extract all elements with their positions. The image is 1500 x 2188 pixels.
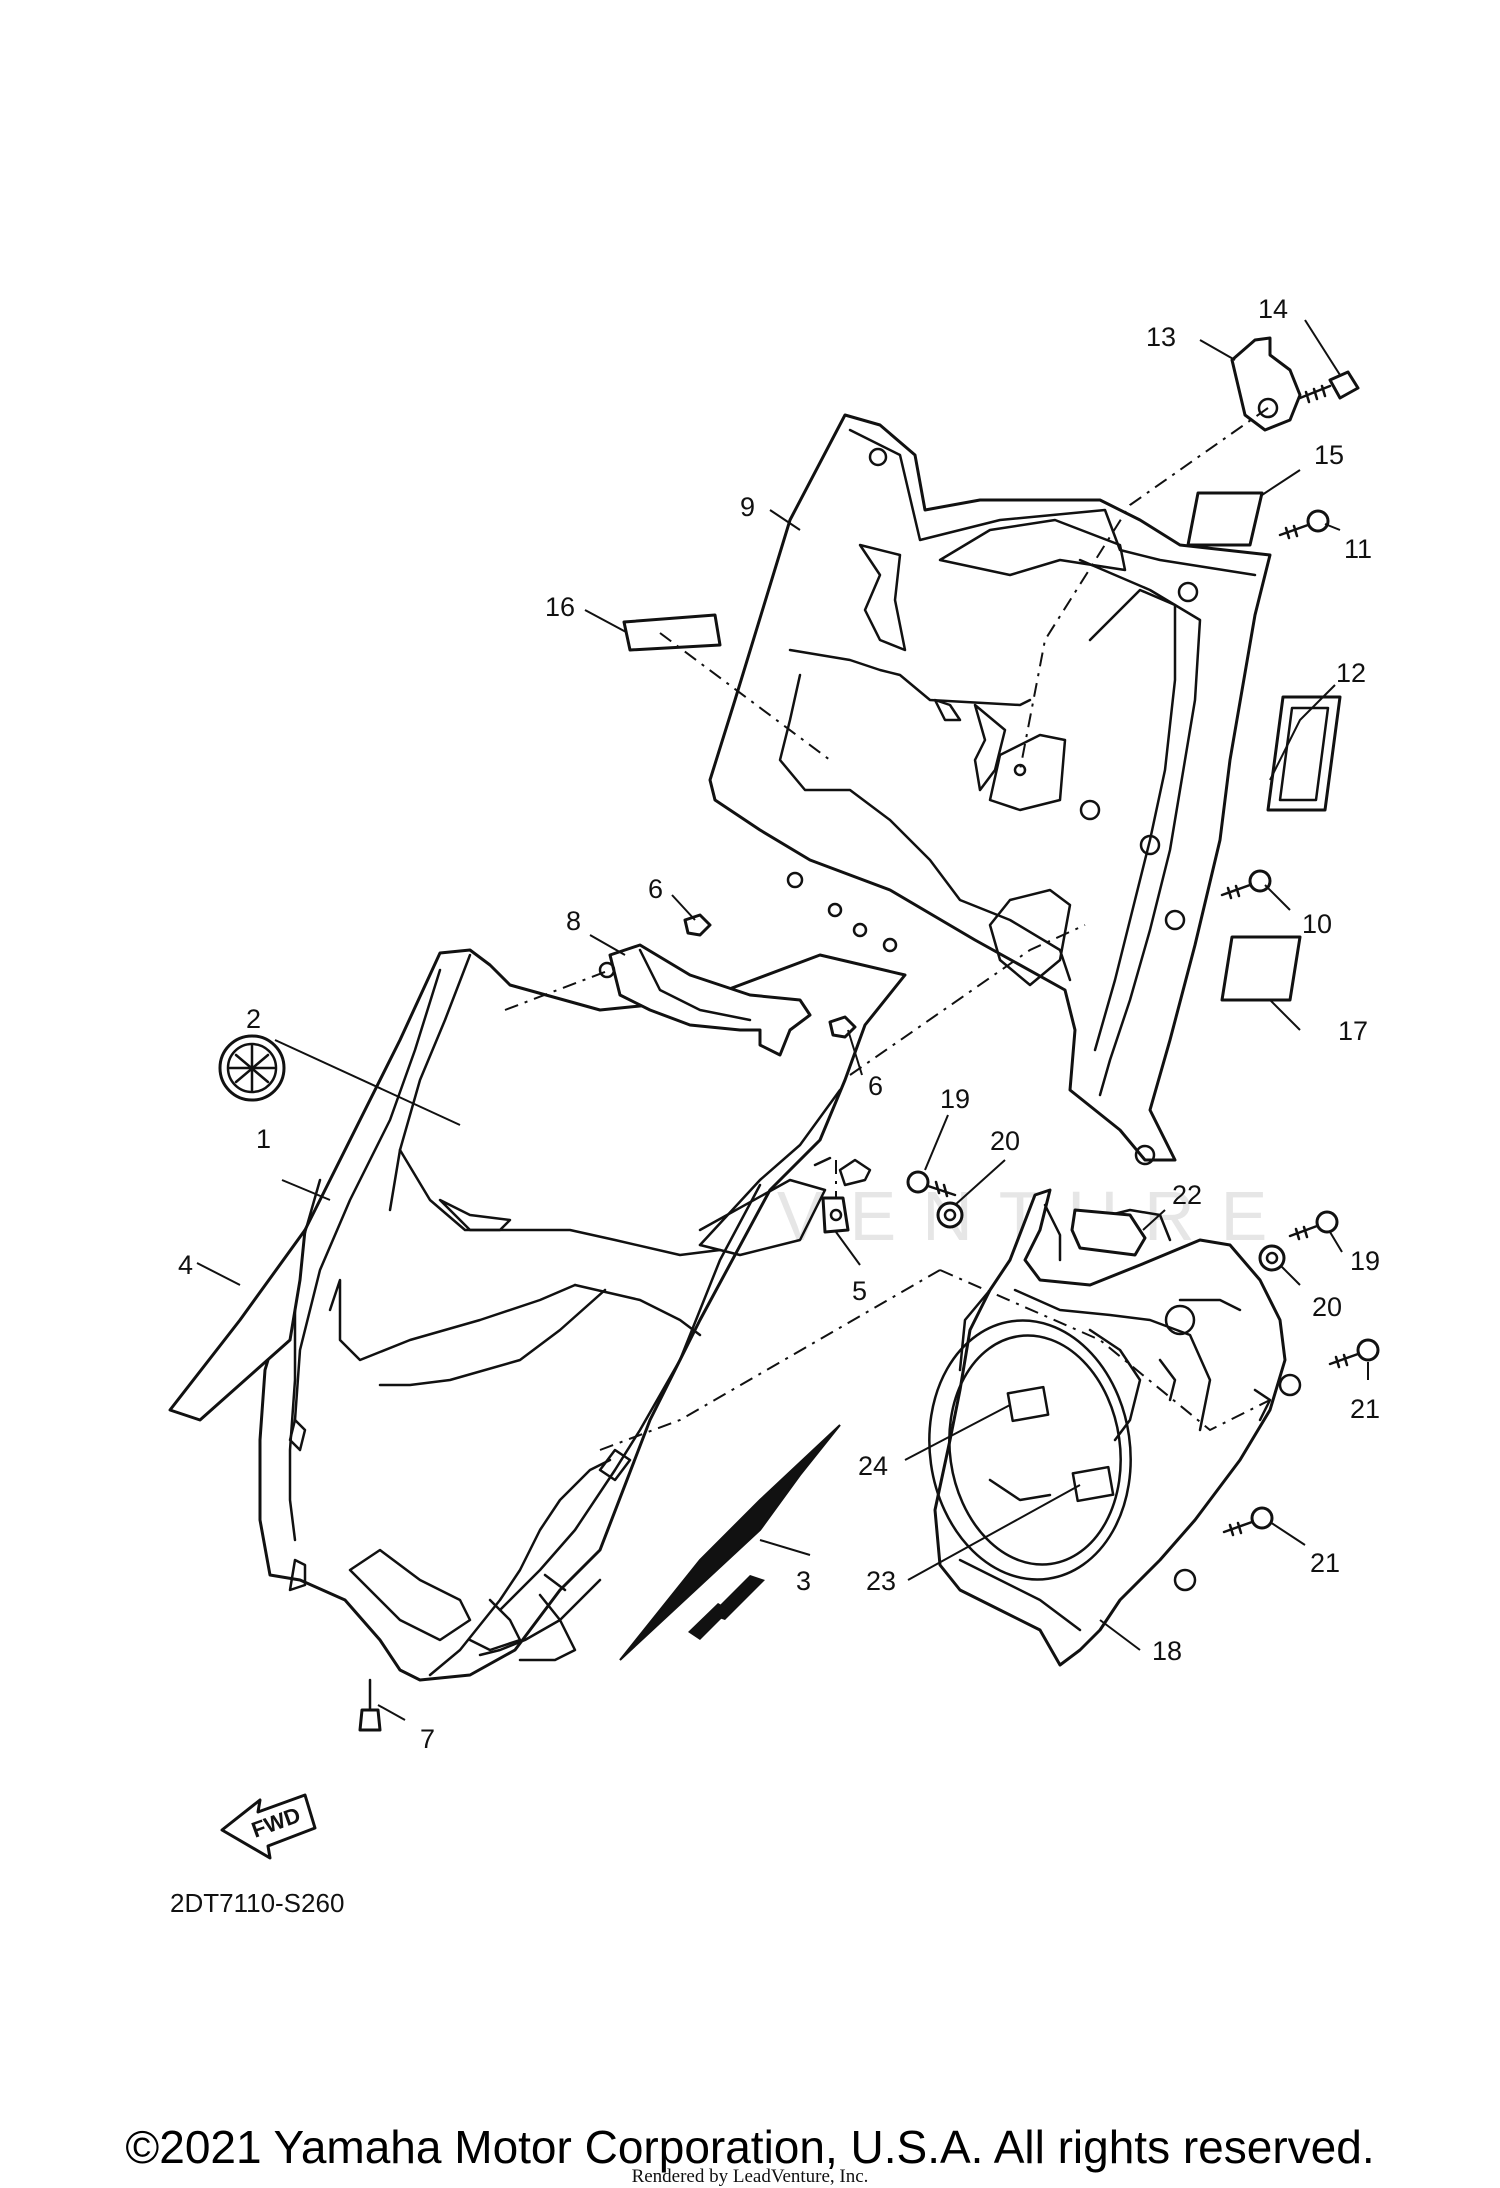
emblem-part-2	[218, 1034, 286, 1102]
callout-10: 10	[1302, 909, 1332, 939]
callout-6-lower: 6	[868, 1071, 883, 1101]
bolt-part-7	[358, 1678, 382, 1732]
bracket-part-8	[598, 943, 812, 1057]
screw-part-11	[1278, 509, 1330, 540]
callout-21-upper: 21	[1350, 1394, 1380, 1424]
stripe-decal-part-3	[619, 1424, 841, 1661]
callout-13: 13	[1146, 322, 1176, 352]
callout-5: 5	[852, 1276, 867, 1306]
callout-19-left: 19	[940, 1084, 970, 1114]
callout-22: 22	[1172, 1180, 1202, 1210]
copyright-notice: ©2021 Yamaha Motor Corporation, U.S.A. A…	[125, 2121, 1375, 2173]
callout-14: 14	[1258, 294, 1288, 324]
callout-15: 15	[1314, 440, 1344, 470]
leader-lines	[196, 319, 1369, 1721]
callout-19-right: 19	[1350, 1246, 1380, 1276]
callout-18: 18	[1152, 1636, 1182, 1666]
screw-part-21-lower	[1222, 1506, 1274, 1537]
callout-21-lower: 21	[1310, 1548, 1340, 1578]
inner-panel-part-9	[708, 413, 1272, 1166]
grommet-part-12	[1266, 695, 1342, 812]
bolt-part-19-left	[906, 1170, 957, 1198]
callout-9: 9	[740, 492, 755, 522]
screw-part-10	[1220, 869, 1272, 900]
callout-6-upper: 6	[648, 874, 663, 904]
callout-4: 4	[178, 1250, 193, 1280]
assembly-lines	[504, 407, 1271, 1451]
nut-part-5	[821, 1196, 850, 1234]
callout-20-left: 20	[990, 1126, 1020, 1156]
pad-part-22	[1070, 1208, 1147, 1257]
label-part-16	[622, 613, 722, 652]
callout-23: 23	[866, 1566, 896, 1596]
forward-arrow-icon: FWD	[220, 1793, 317, 1860]
callout-17: 17	[1338, 1016, 1368, 1046]
clamp-part-13	[1230, 336, 1302, 432]
washer-part-20-right	[1258, 1244, 1286, 1272]
bolt-part-19-right	[1288, 1210, 1339, 1241]
callout-24: 24	[858, 1451, 888, 1481]
callout-labels: 1 2 3 4 5 6 6 7 8 9 10 11 12 13 14 15 16…	[178, 294, 1380, 1754]
rendered-by-credit: Rendered by LeadVenture, Inc.	[631, 2166, 869, 2187]
front-cover-part-1	[258, 948, 907, 1682]
clip-nut-part-6-upper	[683, 913, 712, 937]
headlight-housing-part-18	[928, 1188, 1302, 1667]
callout-16: 16	[545, 592, 575, 622]
label-part-17	[1220, 935, 1302, 1002]
callout-12: 12	[1336, 658, 1366, 688]
washer-part-20-left	[936, 1201, 964, 1229]
screw-part-21-upper	[1328, 1338, 1380, 1369]
callout-3: 3	[796, 1566, 811, 1596]
callout-7: 7	[420, 1724, 435, 1754]
label-part-15	[1186, 491, 1264, 547]
callout-8: 8	[566, 906, 581, 936]
callout-2: 2	[246, 1004, 261, 1034]
callout-20-right: 20	[1312, 1292, 1342, 1322]
callout-11: 11	[1344, 534, 1372, 564]
bolt-part-14	[1298, 370, 1360, 404]
callout-1: 1	[256, 1124, 271, 1154]
diagram-code: 2DT7110-S260	[170, 1888, 344, 1918]
decal-part-4	[168, 1228, 307, 1422]
